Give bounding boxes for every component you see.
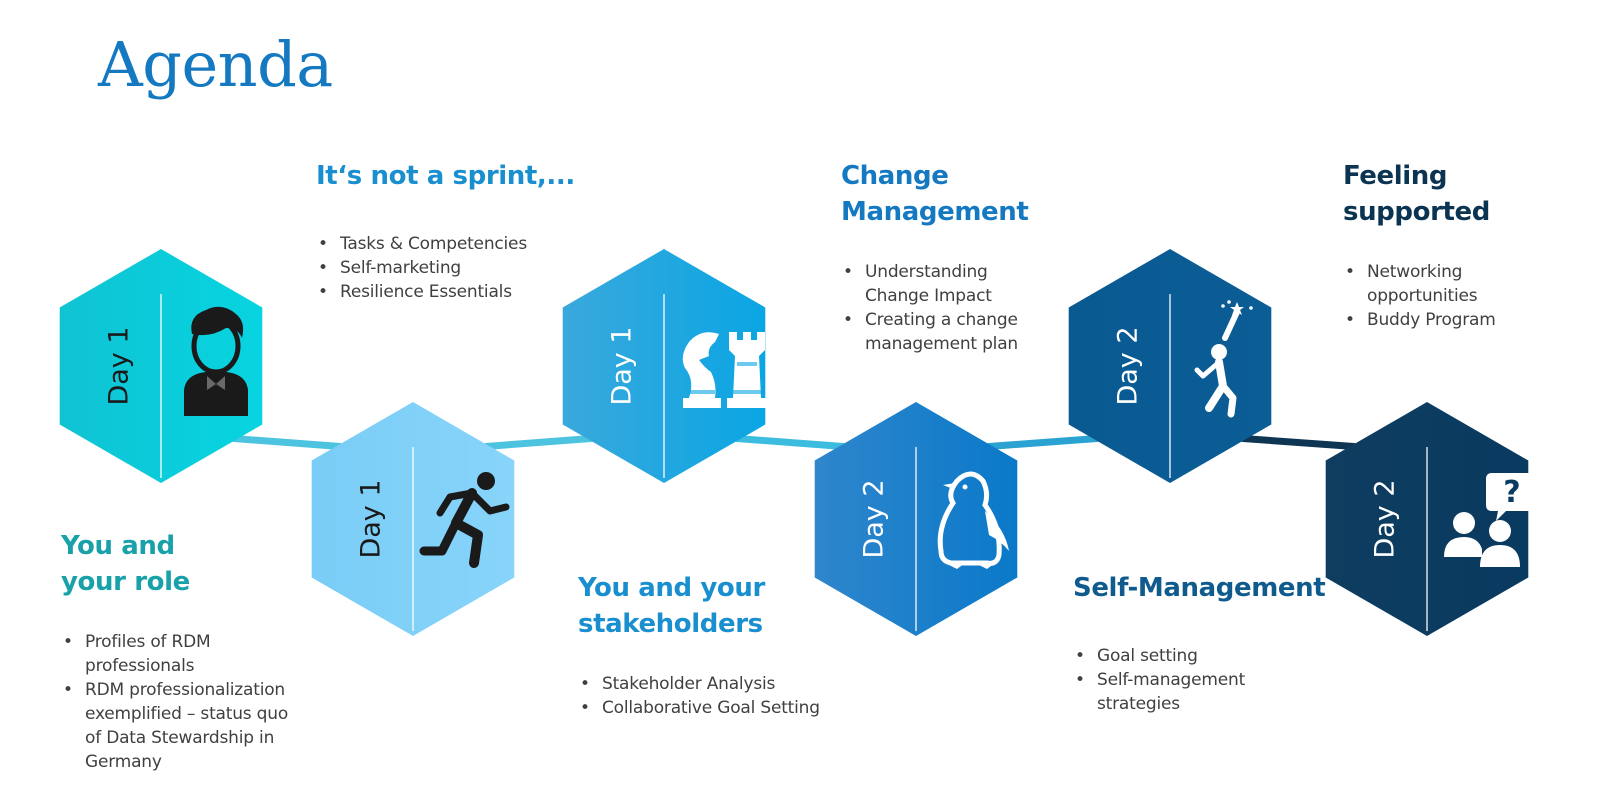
module-heading: It‘s not a sprint,... <box>316 161 575 191</box>
discussion-question-icon: ? <box>1444 473 1538 567</box>
day-label: Day 1 <box>356 479 387 558</box>
page-title: Agenda <box>98 28 333 101</box>
module-hexagon: Day 1 <box>59 249 263 483</box>
day-label: Day 2 <box>1113 326 1144 405</box>
bullet-item: Stakeholder Analysis <box>580 672 820 696</box>
day-label: Day 2 <box>859 479 890 558</box>
connector-layer <box>230 435 1358 450</box>
bullet-item: Resilience Essentials <box>318 280 575 304</box>
bullet-list: Tasks & CompetenciesSelf-marketingResili… <box>316 232 575 304</box>
bullet-item: Collaborative Goal Setting <box>580 696 820 720</box>
bullet-list: Stakeholder AnalysisCollaborative Goal S… <box>578 672 820 720</box>
bullet-item: Goal setting <box>1075 644 1325 668</box>
connector-line <box>230 435 344 450</box>
day-label: Day 1 <box>104 326 135 405</box>
bullet-item: Tasks & Competencies <box>318 232 575 256</box>
module-description: It‘s not a sprint,... Tasks & Competencie… <box>316 158 575 304</box>
module-description: You and yourstakeholdersStakeholder Anal… <box>578 570 820 720</box>
module-hexagon: Day 1 <box>562 249 767 483</box>
module-description: ChangeManagementUnderstandingChange Impa… <box>841 158 1029 356</box>
connector-line <box>1239 435 1358 450</box>
module-description: FeelingsupportedNetworkingopportunitiesB… <box>1343 158 1496 332</box>
bullet-item: Self-marketing <box>318 256 575 280</box>
bullet-list: NetworkingopportunitiesBuddy Program <box>1343 260 1496 332</box>
connector-line <box>482 435 595 450</box>
module-description: Self-ManagementGoal settingSelf-manageme… <box>1073 570 1326 716</box>
bullet-item: Buddy Program <box>1345 308 1496 332</box>
businessman-icon <box>184 306 248 416</box>
module-hexagon: Day 2? <box>1325 402 1538 636</box>
chess-pieces-icon <box>682 332 767 408</box>
running-person-icon <box>419 472 510 568</box>
module-hexagon: Day 2 <box>1068 249 1272 483</box>
connector-line <box>985 435 1101 450</box>
module-hexagon: Day 2 <box>814 402 1018 636</box>
reaching-star-icon <box>1194 300 1253 418</box>
day-label: Day 2 <box>1370 479 1401 558</box>
bullet-list: Profiles of RDMprofessionalsRDM professi… <box>61 630 288 774</box>
svg-text:?: ? <box>1503 475 1520 510</box>
module-heading: Self-Management <box>1073 573 1326 603</box>
module-hexagon: Day 1 <box>311 402 515 636</box>
penguin-icon <box>937 471 1009 569</box>
day-label: Day 1 <box>607 326 638 405</box>
connector-line <box>733 435 847 450</box>
